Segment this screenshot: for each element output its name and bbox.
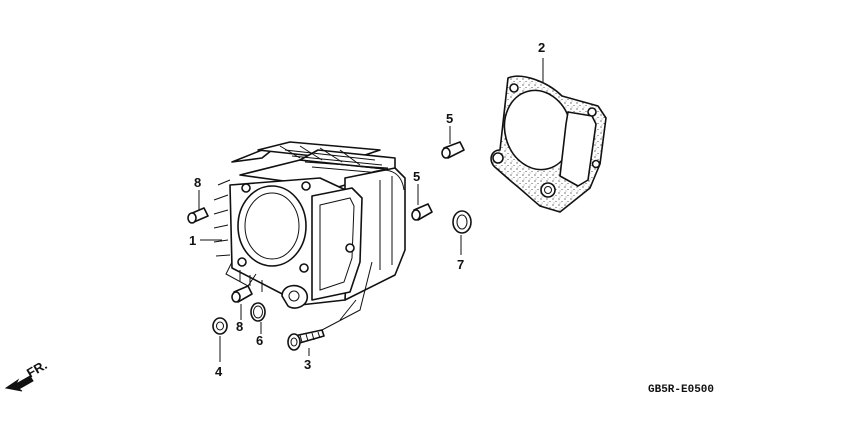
drawing-code: GB5R-E0500 [648, 384, 714, 396]
cylinder-bore [237, 185, 307, 267]
callout-8-lower: 8 [236, 319, 243, 334]
bolt-hole [241, 183, 251, 193]
callout-5-upper: 5 [446, 111, 453, 126]
callout-5-lower: 5 [413, 169, 420, 184]
bolt-hole [299, 263, 309, 273]
seal-part[interactable] [452, 210, 472, 234]
dowel-pin-8-lower[interactable] [231, 285, 253, 303]
callout-7: 7 [457, 257, 464, 272]
callout-6: 6 [256, 333, 263, 348]
callout-1: 1 [189, 233, 196, 248]
front-arrow-icon [4, 375, 34, 392]
dowel-pin-lower[interactable] [411, 203, 433, 221]
cam-chain-tunnel [311, 187, 363, 301]
cylinder-gasket[interactable] [490, 75, 607, 213]
bolt-hole [237, 257, 247, 267]
leader-lines [198, 58, 544, 362]
callout-3: 3 [304, 357, 311, 372]
o-ring-part[interactable] [250, 302, 266, 322]
front-direction-indicator: FR. [4, 357, 50, 392]
callout-8-upper: 8 [194, 175, 201, 190]
washer-part[interactable] [212, 317, 228, 335]
dowel-pin-8-upper[interactable] [187, 207, 209, 224]
cylinder-part[interactable] [213, 141, 406, 309]
callout-4: 4 [215, 364, 223, 379]
dowel-pin-upper[interactable] [441, 141, 465, 159]
callout-2: 2 [538, 40, 545, 55]
flange-bolt[interactable] [287, 329, 325, 351]
bolt-hole [301, 181, 311, 191]
